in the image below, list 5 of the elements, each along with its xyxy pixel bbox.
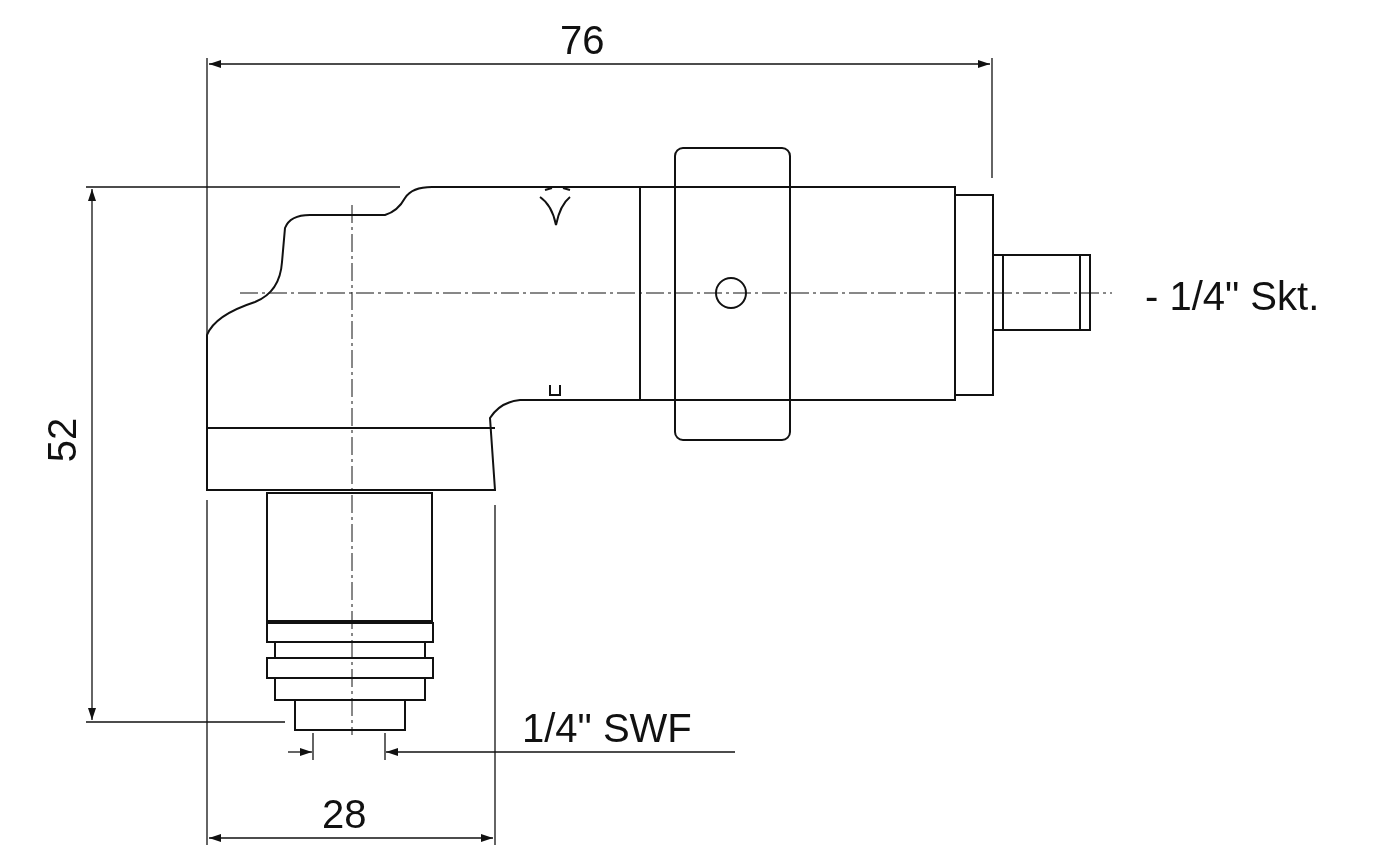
dimension-label: - 1/4" Skt. bbox=[1145, 276, 1320, 316]
dimension-label: 52 bbox=[42, 417, 83, 463]
dimension-label: 76 bbox=[560, 20, 605, 60]
dimension-label: 28 bbox=[322, 794, 367, 834]
dimension-label: 1/4" SWF bbox=[522, 708, 692, 748]
